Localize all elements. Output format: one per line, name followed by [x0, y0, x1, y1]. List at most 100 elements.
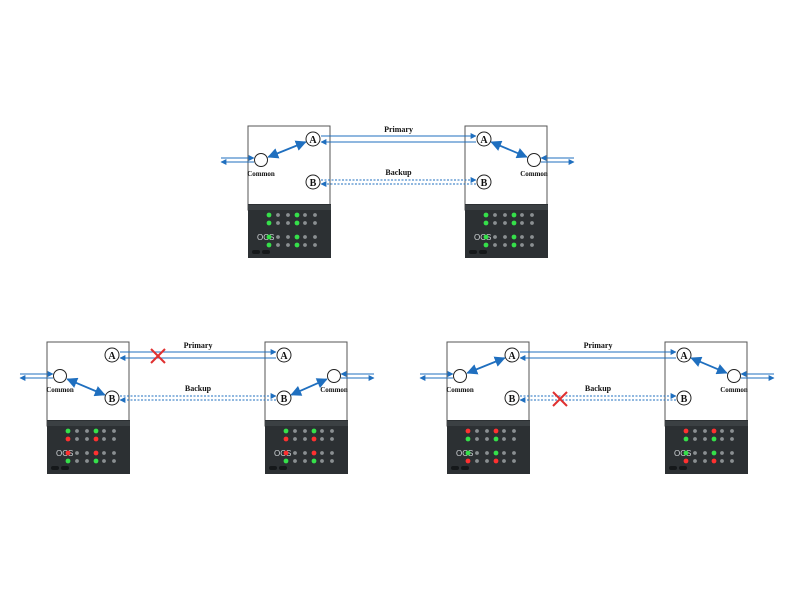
ocs-label: OCS [56, 449, 73, 458]
indicator-dot [720, 451, 724, 455]
green-led [294, 234, 300, 240]
indicator-dot [530, 213, 534, 217]
port-a [104, 347, 120, 363]
ocs-status-panel: OCS [465, 204, 548, 258]
indicator-dot [503, 243, 507, 247]
green-led [493, 436, 499, 442]
indicator-dot [485, 451, 489, 455]
indicator-dot [112, 459, 116, 463]
indicator-dot [303, 451, 307, 455]
connector [252, 250, 260, 254]
indicator-dot [512, 451, 516, 455]
backup-fault-cross [552, 391, 568, 407]
indicator-dot [502, 437, 506, 441]
indicator-dot [303, 235, 307, 239]
port-a [276, 347, 292, 363]
connector [61, 466, 69, 470]
green-led [311, 458, 317, 464]
red-led [493, 428, 499, 434]
red-led [93, 436, 99, 442]
ocs-label: OCS [474, 233, 491, 242]
common-label: Common [520, 170, 548, 178]
indicator-dot [75, 437, 79, 441]
green-led [93, 458, 99, 464]
green-led [65, 428, 71, 434]
backup-label: Backup [185, 384, 212, 393]
panel-background [47, 420, 130, 474]
green-led [65, 458, 71, 464]
indicator-dot [102, 429, 106, 433]
indicator-dot [85, 451, 89, 455]
indicator-dot [75, 459, 79, 463]
indicator-dot [75, 429, 79, 433]
indicator-dot [330, 451, 334, 455]
switch-connection [66, 377, 106, 397]
connector [451, 466, 459, 470]
indicator-dot [693, 437, 697, 441]
primary-label: Primary [184, 341, 213, 350]
indicator-dot [320, 459, 324, 463]
connector [269, 466, 277, 470]
red-led [283, 450, 289, 456]
indicator-dot [703, 429, 707, 433]
port-b-letter: B [281, 394, 288, 405]
port-a-letter: A [108, 351, 116, 362]
indicator-dot [330, 459, 334, 463]
green-led [266, 242, 272, 248]
indicator-dot [286, 243, 290, 247]
panel-background [665, 420, 748, 474]
green-led [483, 242, 489, 248]
indicator-dot [320, 437, 324, 441]
indicator-dot [330, 437, 334, 441]
red-led [711, 428, 717, 434]
panel-background [465, 204, 548, 258]
indicator-dot [112, 451, 116, 455]
ocs-status-panel: OCS [665, 420, 748, 474]
ocs-status-panel: OCS [447, 420, 530, 474]
indicator-dot [485, 459, 489, 463]
port-a [476, 131, 492, 147]
port-a-letter: A [680, 351, 688, 362]
indicator-dot [303, 213, 307, 217]
panel-background [265, 420, 348, 474]
red-led [93, 450, 99, 456]
panel-background [447, 420, 530, 474]
indicator-dot [85, 429, 89, 433]
port-a [305, 131, 321, 147]
connector [479, 250, 487, 254]
indicator-dot [512, 437, 516, 441]
common-port [453, 369, 467, 383]
connector [51, 466, 59, 470]
common-port [53, 369, 67, 383]
backup-label: Backup [385, 168, 412, 177]
green-led [266, 212, 272, 218]
green-led [483, 234, 489, 240]
indicator-dot [276, 235, 280, 239]
port-b-letter: B [681, 394, 688, 405]
common-label: Common [247, 170, 275, 178]
port-b-letter: B [509, 394, 516, 405]
switch-connection [690, 356, 728, 375]
green-led [294, 212, 300, 218]
port-a [676, 347, 692, 363]
red-led [465, 428, 471, 434]
red-led [283, 436, 289, 442]
connector [469, 250, 477, 254]
connector [279, 466, 287, 470]
indicator-dot [475, 429, 479, 433]
green-led [311, 428, 317, 434]
indicator-dot [530, 243, 534, 247]
port-b [504, 390, 520, 406]
fault-cross-line [150, 348, 166, 364]
red-led [683, 428, 689, 434]
switch-connection [267, 140, 307, 159]
indicator-dot [85, 459, 89, 463]
indicator-dot [730, 451, 734, 455]
indicator-dot [112, 429, 116, 433]
indicator-dot [286, 213, 290, 217]
connector [669, 466, 677, 470]
green-led [465, 436, 471, 442]
indicator-dot [303, 459, 307, 463]
ocs-label: OCS [274, 449, 291, 458]
red-led [65, 450, 71, 456]
